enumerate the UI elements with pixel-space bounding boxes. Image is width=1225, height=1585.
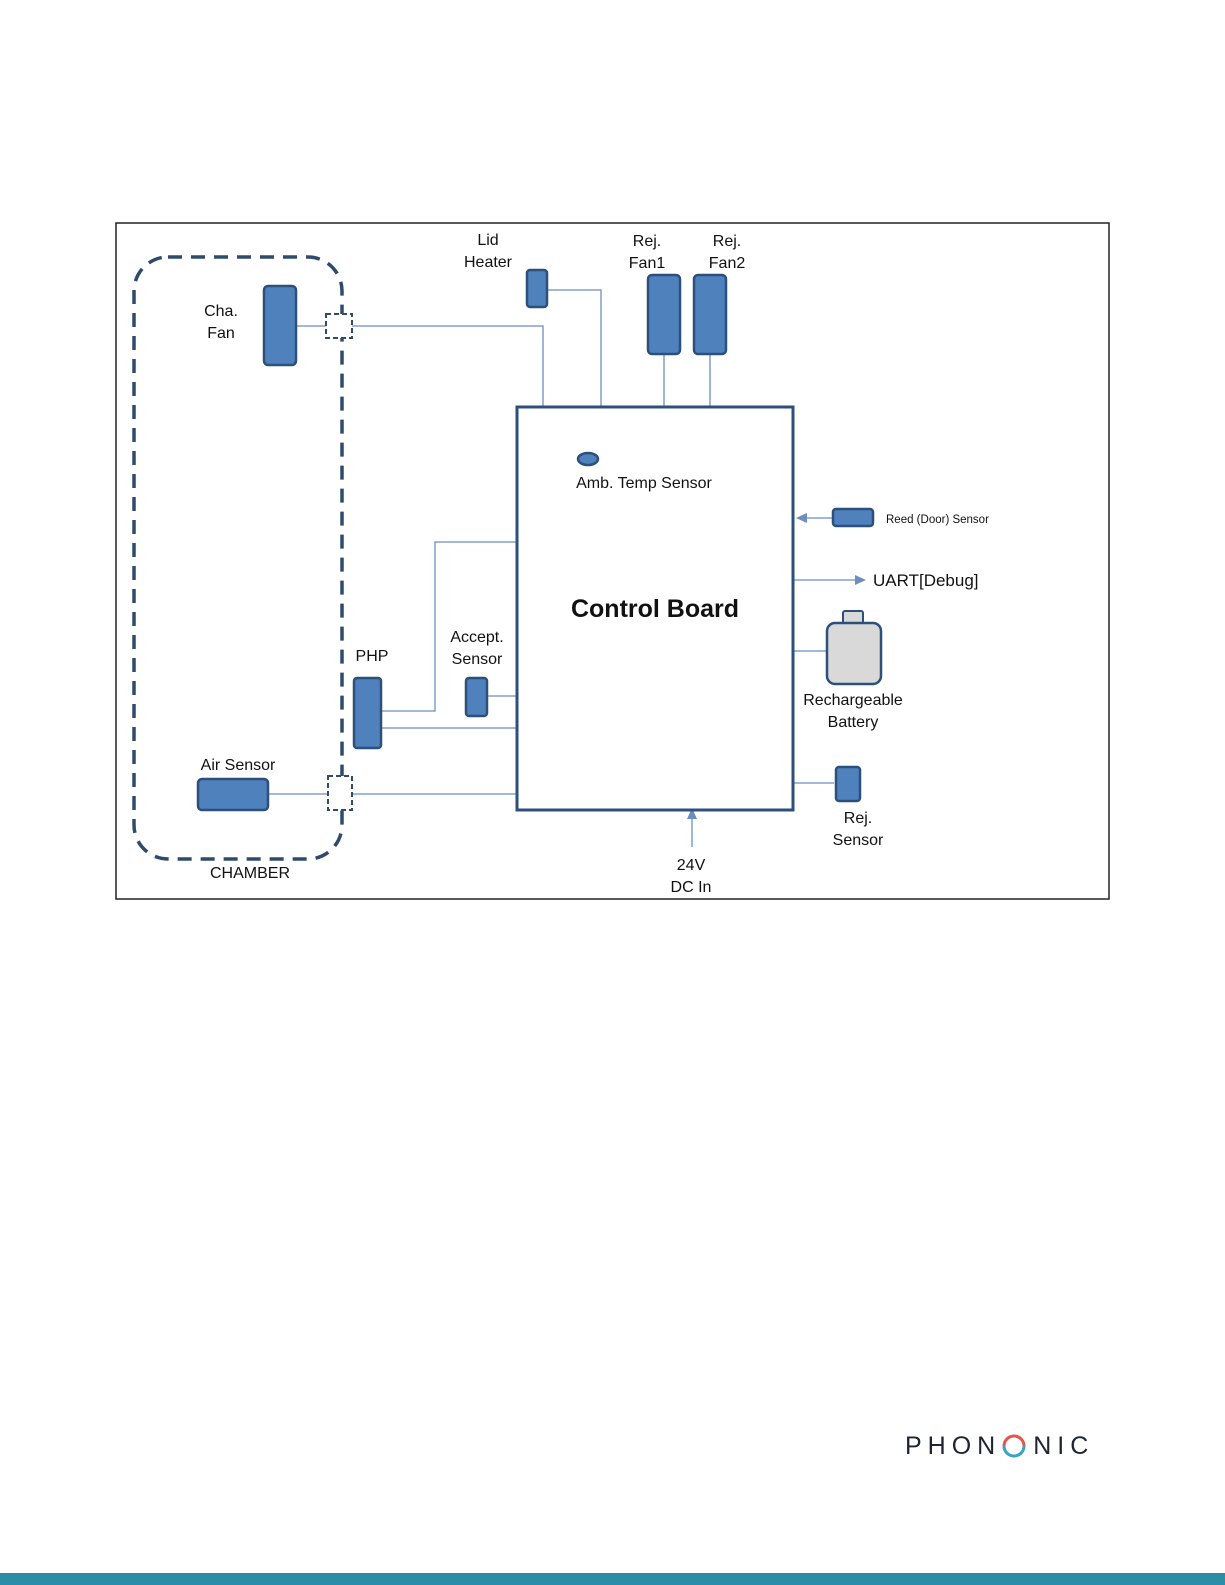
chamber-connector-bottom [328,776,352,810]
battery-icon [827,611,881,684]
rej-sensor-label-1: Rej. [844,810,872,827]
php-label: PHP [356,648,389,665]
rej-sensor-label-2: Sensor [833,832,884,849]
rej-sensor-block [836,767,860,801]
reed-sensor-label: Reed (Door) Sensor [886,514,989,526]
dc-in-label-1: 24V [677,857,706,874]
rej-fan1-label-1: Rej. [633,233,661,250]
control-board-label: Control Board [571,595,739,623]
logo-text-right: NIC [1033,1432,1094,1461]
cha-fan-label-2: Fan [207,325,235,342]
chamber-connector-top [326,314,352,338]
cha-fan-block [264,286,296,365]
logo-text-left: PHON [905,1432,1001,1461]
accept-sensor-label-1: Accept. [450,629,503,646]
amb-temp-label: Amb. Temp Sensor [576,475,712,492]
air-sensor-label: Air Sensor [201,757,276,774]
php-block [354,678,381,748]
rej-fan1-label-2: Fan1 [629,255,666,272]
lid-heater-block [527,270,547,307]
footer-bar [0,1573,1225,1585]
rej-fan1-block [648,275,680,354]
rej-fan2-label-1: Rej. [713,233,741,250]
battery-label-1: Rechargeable [803,692,903,709]
accept-sensor-block [466,678,487,716]
uart-label: UART[Debug] [873,571,979,590]
phononic-logo: PHON NIC [905,1426,1094,1466]
logo-o-bottom-arc [1004,1446,1024,1456]
rej-fan2-block [694,275,726,354]
dc-in-label-2: DC In [671,879,712,896]
reed-sensor-block [833,509,873,526]
logo-o-icon [1001,1433,1027,1459]
rej-fan2-label-2: Fan2 [709,255,746,272]
battery-label-2: Battery [828,714,879,731]
logo-o-top-arc [1004,1436,1024,1446]
lid-heater-label-2: Heater [464,254,513,271]
battery-body [827,623,881,684]
amb-temp-sensor-dot [578,453,598,465]
cha-fan-label-1: Cha. [204,303,238,320]
air-sensor-block [198,779,268,810]
lid-heater-label-1: Lid [477,232,498,249]
chamber-label: CHAMBER [210,865,290,882]
accept-sensor-label-2: Sensor [452,651,503,668]
